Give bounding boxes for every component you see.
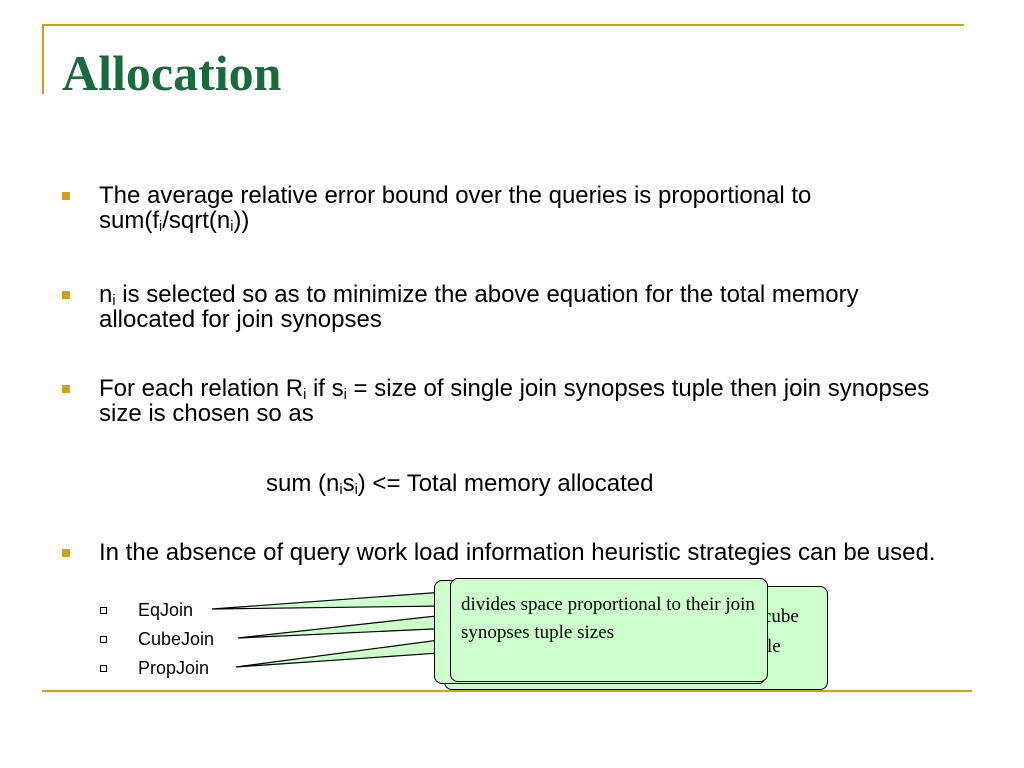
bullet-marker — [62, 192, 70, 200]
bullet-text: For each relation Ri if si = size of sin… — [99, 375, 930, 427]
left-rule — [42, 24, 44, 94]
memory-formula: sum (nisi) <= Total memory allocated — [266, 470, 654, 498]
pointer-eqjoin — [211, 591, 445, 610]
pointer-propjoin — [235, 637, 455, 668]
checkbox-bullet-icon — [100, 636, 107, 643]
bullet-marker — [62, 549, 70, 557]
bullet-text: ni is selected so as to minimize the abo… — [99, 281, 859, 333]
bullet-ni-selection: ni is selected so as to minimize the abo… — [62, 282, 959, 332]
pointer-cubejoin — [237, 613, 455, 639]
callout-propjoin: divides space proportional to their join… — [450, 578, 768, 682]
bullet-error-bound: The average relative error bound over th… — [62, 182, 959, 235]
callout-text: divides space proportional to their join… — [461, 594, 755, 643]
bullet-marker — [62, 385, 70, 393]
bullet-text: In the absence of query work load inform… — [99, 539, 936, 566]
bullet-text: The average relative error bound over th… — [99, 182, 812, 235]
top-rule — [42, 24, 964, 26]
bullet-marker — [62, 291, 70, 299]
bullet-heuristics: In the absence of query work load inform… — [62, 540, 939, 565]
bullet-relation-size: For each relation Ri if si = size of sin… — [62, 376, 959, 426]
checkbox-bullet-icon — [100, 607, 107, 614]
bottom-rule — [42, 690, 972, 692]
slide-title: Allocation — [62, 45, 282, 101]
checkbox-bullet-icon — [100, 665, 107, 672]
